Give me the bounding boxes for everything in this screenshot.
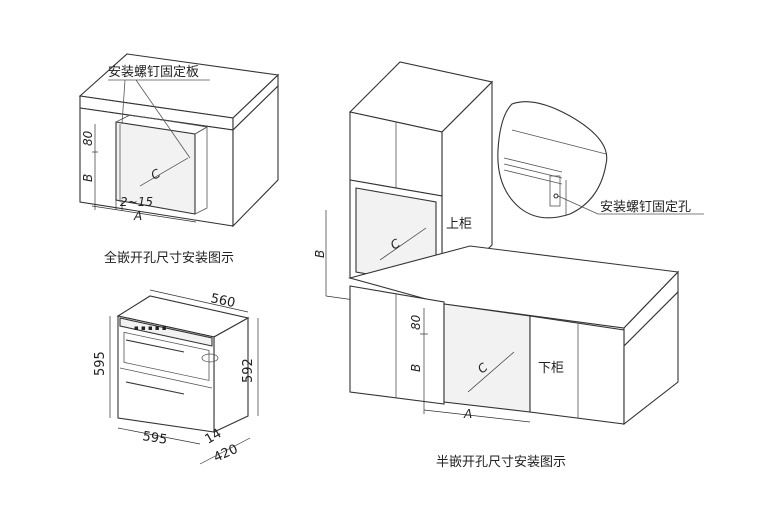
screw-plate-label: 安装螺钉固定板 [108,65,199,80]
dim-80-label: 80 [81,130,95,146]
dim-592-label: 592 [241,358,256,383]
lower-cabinet-label: 下柜 [538,361,564,376]
detail-cabinet-line-top [511,129,607,155]
control-buttons: ▪ ▪ ▪ ▪ ▪ [134,324,167,332]
dim-line-A [91,205,197,223]
leader-line-a [121,79,126,125]
dim-14-label: 14 [203,426,225,447]
drawer-upper [123,331,210,381]
lower-dim-B-label: B [409,364,423,372]
full-embed-cabinet: 安装螺钉固定板 80 B C 2~15 A 全嵌开孔尺寸安装图示 [78,53,280,266]
dim-B-label: B [81,174,95,182]
half-embed-caption: 半嵌开孔尺寸安装图示 [436,455,566,470]
handle-lower [125,381,185,395]
control-panel [119,317,213,347]
detail-rail-1 [503,157,563,173]
lower-left-doors [349,285,445,405]
half-embed-installation: 上柜 B C A 下柜 80 B C A [313,61,704,470]
lower-dim-line-A [423,409,531,423]
dim-line-420 [199,437,251,465]
dim-A-label: A [133,209,142,223]
lower-dim-A-label: A [463,407,472,421]
drawer-divider [119,367,213,389]
dim-595-left-label: 595 [93,351,108,376]
handle-upper [125,339,185,353]
cabinet-side [232,84,279,228]
lower-opening [443,303,531,413]
lower-dim-80-label: 80 [409,314,423,330]
detail-bubble [497,101,608,219]
upper-dim-line-C [379,227,427,261]
full-embed-caption: 全嵌开孔尺寸安装图示 [104,250,234,266]
side-handle-icon [201,353,219,363]
detail-screw-plate [549,175,561,207]
leader-line-b [135,79,191,159]
upper-cabinet-label: 上柜 [446,217,472,232]
dim-gap-label: 2~15 [120,195,153,209]
disinfection-cabinet: ▪ ▪ ▪ ▪ ▪ 560 595 592 595 14 420 [93,289,259,466]
detail-rail-3 [503,169,563,185]
lower-dim-line-C [467,351,515,393]
dim-line-C [139,157,189,187]
dim-line-560 [149,289,249,313]
lower-side [623,290,679,426]
dim-line-595-bottom [117,427,201,445]
screw-hole-label: 安装螺钉固定孔 [600,200,691,215]
opening-side-depth [194,126,208,215]
dim-560-label: 560 [209,291,236,311]
dim-595-bottom-label: 595 [141,429,168,448]
product-front [117,315,215,433]
upper-dim-B-label: B [313,250,327,258]
screw-hole-leader [557,195,599,215]
